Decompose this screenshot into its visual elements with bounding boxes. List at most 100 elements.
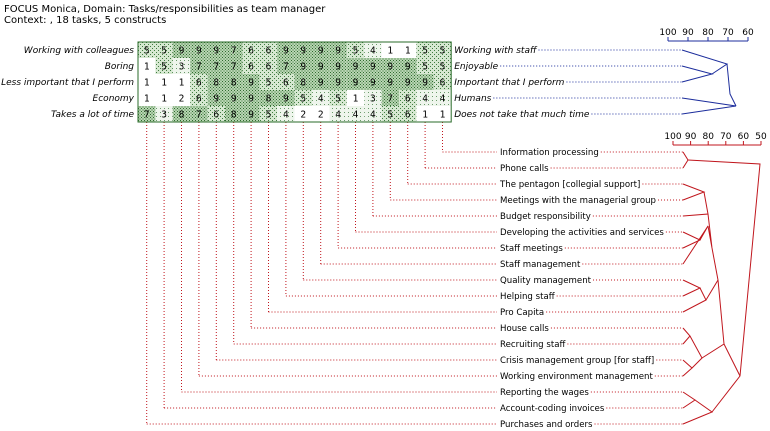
grid-cell <box>190 58 208 74</box>
grid-cell-value: 9 <box>248 93 254 104</box>
grid-cell-value: 8 <box>300 77 306 88</box>
grid-cell <box>399 58 417 74</box>
grid-cell-value: 5 <box>353 45 359 56</box>
grid-cell <box>225 74 243 90</box>
grid-cell <box>277 90 295 106</box>
grid-cell <box>225 58 243 74</box>
grid-cell-value: 9 <box>318 45 324 56</box>
grid-cell-value: 6 <box>405 109 411 120</box>
grid-cell <box>329 106 347 122</box>
grid-cell <box>242 58 260 74</box>
grid-cell-value: 4 <box>318 93 324 104</box>
grid-cell <box>433 58 452 74</box>
element-branch <box>682 287 707 313</box>
grid-cell-value: 1 <box>353 93 359 104</box>
grid-cell <box>277 58 295 74</box>
grid-cell <box>364 42 382 58</box>
grid-cell-value: 5 <box>422 61 428 72</box>
grid-cell-value: 9 <box>300 61 306 72</box>
grid-cell-value: 7 <box>231 45 237 56</box>
grid-cell <box>416 58 434 74</box>
grid-cell <box>155 58 173 74</box>
grid-cell-value: 3 <box>161 109 167 120</box>
grid-cell-value: 8 <box>231 77 237 88</box>
grid-cell <box>277 74 295 90</box>
element-scale-tick: 60 <box>738 132 750 142</box>
grid-cell-value: 6 <box>440 77 446 88</box>
element-label: Pro Capita <box>500 308 544 318</box>
element-branch <box>682 151 689 169</box>
grid-cell-value: 1 <box>422 109 428 120</box>
grid-cell-value: 6 <box>283 77 289 88</box>
grid-cell <box>364 74 382 90</box>
element-label: Reporting the wages <box>500 388 589 398</box>
grid-cell <box>346 106 365 122</box>
grid-cell <box>155 74 173 90</box>
grid-cell-value: 5 <box>440 45 446 56</box>
grid-cell-value: 9 <box>422 77 428 88</box>
element-scale-tick: 100 <box>664 132 681 142</box>
grid-cell-value: 9 <box>335 61 341 72</box>
grid-cell <box>416 106 434 122</box>
grid-cell <box>242 90 260 106</box>
grid-cell <box>207 90 225 106</box>
element-label: Budget responsibility <box>500 212 591 222</box>
grid-cell <box>381 90 399 106</box>
grid-cell <box>242 74 260 90</box>
grid-cell <box>190 90 208 106</box>
element-branch <box>682 359 693 377</box>
element-label: Quality management <box>500 276 592 286</box>
grid-cell <box>138 42 156 58</box>
grid-cell <box>190 42 208 58</box>
grid-cell <box>312 42 330 58</box>
construct-left-pole: Takes a lot of time <box>51 110 134 120</box>
grid-cell-value: 6 <box>266 61 272 72</box>
grid-cell <box>207 58 225 74</box>
grid-cell-value: 8 <box>266 93 272 104</box>
grid-cell-value: 6 <box>196 93 202 104</box>
grid-cell-value: 1 <box>144 61 150 72</box>
grid-cell-value: 6 <box>213 109 219 120</box>
element-branch <box>707 213 713 249</box>
element-branch <box>689 335 703 369</box>
grid-cell-value: 4 <box>353 109 359 120</box>
construct-right-pole: Working with staff <box>454 46 538 56</box>
grid-cell <box>225 90 243 106</box>
grid-cell <box>312 74 330 90</box>
grid-cell-value: 9 <box>370 77 376 88</box>
grid-cell-value: 2 <box>300 109 306 120</box>
grid-cell-value: 7 <box>231 61 237 72</box>
construct-right-pole: Does not take that much time <box>454 110 590 120</box>
grid-cell-value: 6 <box>405 93 411 104</box>
element-label: Staff meetings <box>500 244 563 254</box>
grid-cell-value: 5 <box>440 61 446 72</box>
grid-cell <box>433 42 452 58</box>
construct-left-pole: Less important that I perform <box>1 78 134 88</box>
grid-cell-value: 5 <box>161 61 167 72</box>
grid-cell <box>381 74 399 90</box>
grid-cell-value: 8 <box>213 77 219 88</box>
grid-cell-value: 5 <box>161 45 167 56</box>
grid-cell <box>294 58 312 74</box>
element-scale-tick: 50 <box>755 132 767 142</box>
grid-cell-value: 9 <box>248 77 254 88</box>
element-branch <box>687 159 761 377</box>
element-label: Recruiting staff <box>500 340 566 350</box>
grid-cell <box>259 58 278 74</box>
element-scale-tick: 80 <box>702 132 714 142</box>
grid-context: Context: , 18 tasks, 5 constructs <box>4 15 167 26</box>
construct-scale-tick: 70 <box>722 28 734 38</box>
element-label: Meetings with the managerial group <box>500 196 656 206</box>
grid-cell <box>155 90 173 106</box>
grid-cell <box>433 106 452 122</box>
grid-cell-value: 7 <box>144 109 150 120</box>
element-label: Helping staff <box>500 292 556 302</box>
grid-cell-value: 5 <box>266 109 272 120</box>
grid-cell-value: 9 <box>405 61 411 72</box>
element-label: Working environment management <box>500 372 653 382</box>
grid-cell-value: 7 <box>196 109 202 120</box>
grid-cell <box>138 74 156 90</box>
element-scale-tick: 90 <box>685 132 697 142</box>
